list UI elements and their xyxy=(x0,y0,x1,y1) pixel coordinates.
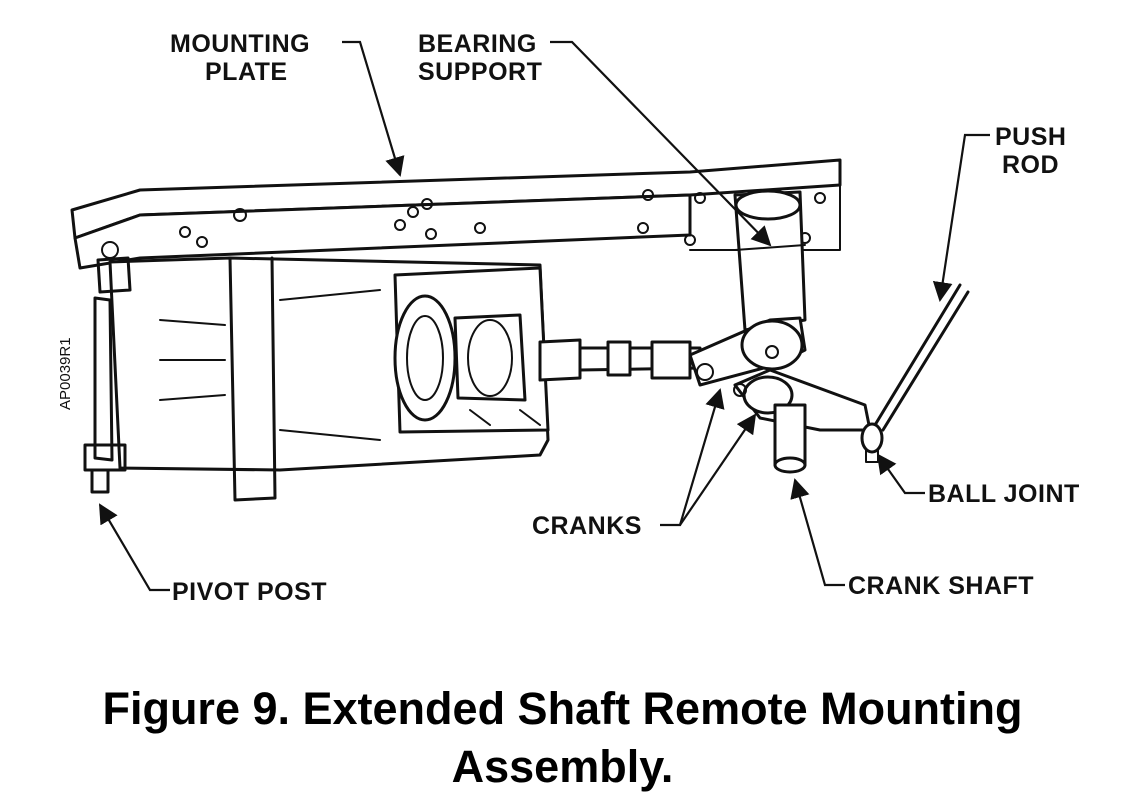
mounting-plate-drawing xyxy=(70,158,842,270)
crank-shaft-drawing xyxy=(773,403,807,474)
label-ball-joint: BALL JOINT xyxy=(928,480,1080,508)
figure-caption-line2: Assembly. xyxy=(451,741,674,792)
label-push-rod-line2: ROD xyxy=(1002,151,1059,179)
label-bearing-support-line1: BEARING xyxy=(418,30,537,58)
cranks-drawing xyxy=(688,316,872,432)
label-push-rod-line1: PUSH xyxy=(995,123,1066,151)
label-mounting-plate-line2: PLATE xyxy=(205,58,288,86)
motor-cutaway-drawing xyxy=(393,266,550,434)
label-bearing-support-line2: SUPPORT xyxy=(418,58,542,86)
extended-shaft-drawing xyxy=(538,338,702,382)
label-mounting-plate-line1: MOUNTING xyxy=(170,30,310,58)
leader-lines xyxy=(98,40,990,592)
drawing-code: AP0039R1 xyxy=(57,337,74,410)
push-rod-drawing xyxy=(860,283,970,463)
label-pivot-post: PIVOT POST xyxy=(172,578,327,606)
figure-caption-line1: Figure 9. Extended Shaft Remote Mounting xyxy=(102,683,1023,734)
label-cranks: CRANKS xyxy=(532,512,642,540)
bearing-support-drawing xyxy=(733,189,807,332)
label-crank-shaft: CRANK SHAFT xyxy=(848,572,1034,600)
